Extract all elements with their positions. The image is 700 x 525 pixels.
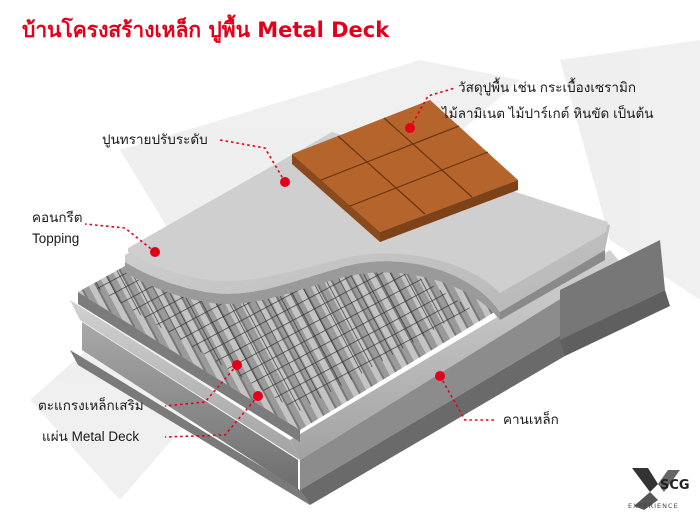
label-finish-line1: วัสดุปูพื้น เช่น กระเบื้องเซรามิก (458, 80, 637, 95)
label-metal-deck: แผ่น Metal Deck (42, 429, 140, 444)
page-title: บ้านโครงสร้างเหล็ก ปูพื้น Metal Deck (22, 18, 390, 42)
label-concrete-line1: คอนกรีต (32, 210, 83, 225)
scg-logo-icon (632, 468, 680, 510)
label-steel-beam: คานเหล็ก (503, 412, 559, 427)
leader-lines (84, 87, 495, 438)
label-rebar: ตะแกรงเหล็กเสริม (38, 398, 144, 413)
label-screed: ปูนทรายปรับระดับ (102, 132, 208, 147)
logo-subtitle: EXPERIENCE (628, 502, 679, 510)
label-finish-line2: ไม้ลามิเนต ไม้ปาร์เกต์ หินขัด เป็นต้น (442, 106, 654, 121)
steel-beam-left (70, 300, 310, 505)
label-concrete-line2: Topping (32, 231, 80, 246)
leader-dots (150, 123, 445, 401)
floor-tiles (292, 100, 518, 242)
logo-brand: SCG (660, 478, 690, 493)
steel-beam-right (290, 240, 670, 505)
